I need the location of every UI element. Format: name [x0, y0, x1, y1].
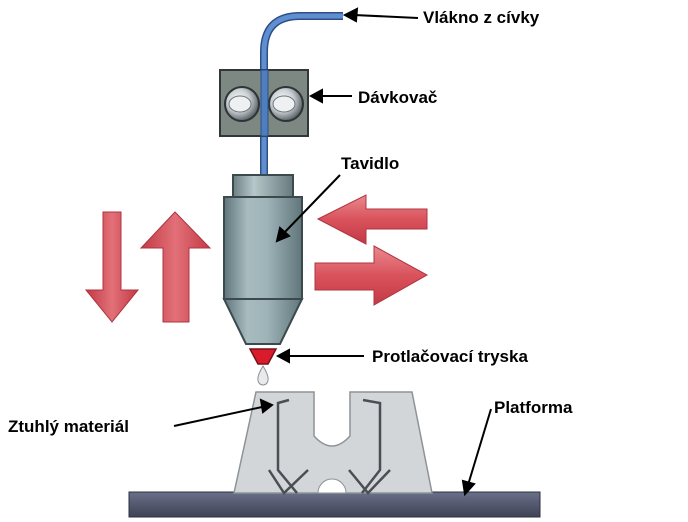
arrow-up-icon [139, 211, 212, 323]
printed-part [233, 391, 433, 495]
feeder [219, 69, 309, 137]
label-filament: Vlákno z cívky [423, 8, 540, 27]
heater [222, 174, 304, 345]
label-heater: Tavidlo [341, 154, 399, 173]
arrow-down-icon [84, 211, 140, 323]
label-solid-material: Ztuhlý materiál [8, 417, 129, 436]
nozzle-tip [248, 348, 278, 386]
platform [128, 491, 541, 518]
arrow-left-icon [316, 194, 428, 245]
label-platform: Platforma [494, 398, 573, 417]
arrow-right-icon [314, 245, 429, 306]
motion-arrows [84, 194, 429, 323]
label-nozzle: Protlačovací tryska [372, 347, 528, 366]
callout-pointers [173, 7, 492, 497]
label-feeder: Dávkovač [358, 88, 437, 107]
